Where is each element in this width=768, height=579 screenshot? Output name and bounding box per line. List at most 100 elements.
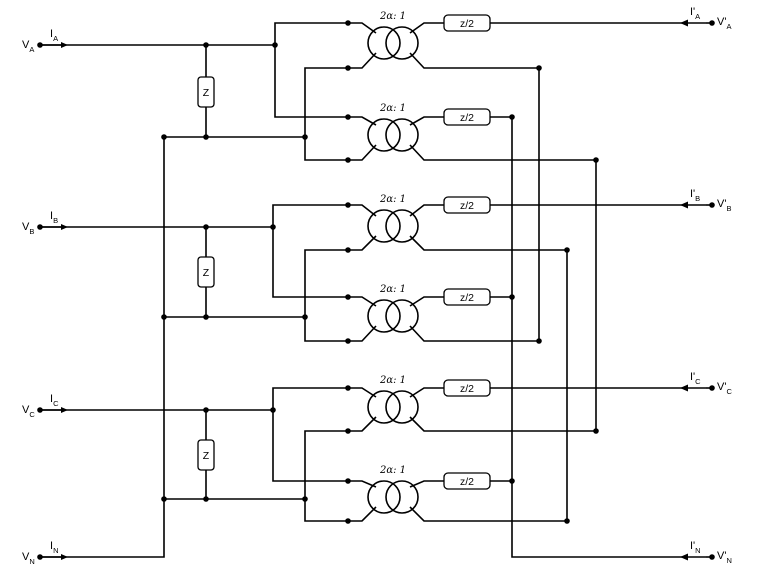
output-current-label-a: I'A xyxy=(690,6,700,21)
primary-stub-upper xyxy=(348,116,377,126)
junction-dot xyxy=(564,247,570,253)
shunt-impedance-3: Z xyxy=(197,439,215,471)
junction-dot xyxy=(302,496,308,502)
junction-dot xyxy=(161,496,167,502)
secondary-stub-lower xyxy=(409,506,567,522)
series-impedance-box xyxy=(443,196,491,214)
secondary-stub-upper xyxy=(409,22,444,34)
transformer-6: 2α: 1 xyxy=(367,465,419,514)
junction-dot xyxy=(593,157,599,163)
junction-dot xyxy=(203,224,209,230)
transformer-ratio-label: 2α: 1 xyxy=(379,465,406,476)
series-impedance-3: z/2 xyxy=(443,196,491,214)
transformer-secondary-coil xyxy=(385,390,419,424)
transformer-ratio-label: 2α: 1 xyxy=(379,103,406,114)
shunt-impedance-1: Z xyxy=(197,76,215,108)
transformer-4: 2α: 1 xyxy=(367,284,419,333)
junction-dot xyxy=(37,42,43,48)
transformer-2: 2α: 1 xyxy=(367,103,419,152)
output-current-label-c: I'C xyxy=(690,371,701,386)
transformer-primary-coil xyxy=(367,390,401,424)
primary-stub-lower xyxy=(348,52,377,69)
transformer-primary-coil xyxy=(367,209,401,243)
secondary-stub-lower xyxy=(409,325,539,342)
junction-dot xyxy=(709,202,715,208)
junction-dot xyxy=(536,65,542,71)
primary-stub-upper xyxy=(348,480,377,488)
junction-dot xyxy=(345,157,351,163)
transformer-ratio-label: 2α: 1 xyxy=(379,284,406,295)
transformer-secondary-coil xyxy=(385,209,419,243)
series-impedance-box xyxy=(443,108,491,126)
transformer-primary-coil xyxy=(367,480,401,514)
transformer-primary-coil xyxy=(367,118,401,152)
junction-dot xyxy=(302,134,308,140)
junction-dot xyxy=(345,202,351,208)
secondary-stub-upper xyxy=(409,296,444,307)
junction-dots xyxy=(37,19,715,561)
input-current-label-c: IC xyxy=(50,393,59,408)
primary-stub-upper xyxy=(348,22,377,34)
junction-dot xyxy=(345,20,351,26)
primary-stub-lower xyxy=(348,144,377,161)
junction-dot xyxy=(536,338,542,344)
series-impedance-box xyxy=(443,288,491,306)
input-current-label-n: IN xyxy=(50,540,58,555)
secondary-stub-upper xyxy=(409,480,444,488)
series-impedance-box xyxy=(443,14,491,32)
output-neutral-bus xyxy=(511,117,706,558)
junction-dot xyxy=(345,428,351,434)
junction-dot xyxy=(270,407,276,413)
junction-dot xyxy=(203,314,209,320)
input-voltage-label-b: VB xyxy=(22,221,34,236)
series-impedance-label: z/2 xyxy=(460,200,474,212)
shunt-impedance-box xyxy=(197,439,215,471)
junction-dot xyxy=(302,314,308,320)
primary-feed-2 xyxy=(272,227,348,298)
junction-dot xyxy=(509,114,515,120)
secondary-stub-lower xyxy=(409,52,539,69)
primary-stub-lower xyxy=(348,506,377,522)
junction-dot xyxy=(203,407,209,413)
output-current-label-b: I'B xyxy=(690,188,700,203)
primary-stub-lower xyxy=(348,325,377,342)
series-impedance-1: z/2 xyxy=(443,14,491,32)
current-arrow-head xyxy=(61,407,68,413)
primary-stub-upper xyxy=(348,387,377,398)
secondary-stub-upper xyxy=(409,116,444,126)
primary-stub-upper xyxy=(348,204,377,217)
input-current-label-a: IA xyxy=(50,28,58,43)
primary-return xyxy=(304,430,348,522)
junction-dot xyxy=(270,224,276,230)
junction-dot xyxy=(709,385,715,391)
primary-feed-2 xyxy=(272,410,348,482)
junction-dot xyxy=(203,134,209,140)
junction-dot xyxy=(345,385,351,391)
wires xyxy=(40,22,712,558)
series-impedance-label: z/2 xyxy=(460,383,474,395)
output-current-arrow xyxy=(680,19,688,27)
junction-dot xyxy=(37,407,43,413)
transformer-primary-coil xyxy=(367,299,401,333)
output-voltage-label-a: V'A xyxy=(717,16,731,31)
junction-dot xyxy=(345,478,351,484)
input-voltage-label-c: VC xyxy=(22,404,35,419)
junction-dot xyxy=(345,247,351,253)
transformer-secondary-coil xyxy=(385,299,419,333)
transformer-secondary-coil xyxy=(385,118,419,152)
series-impedance-6: z/2 xyxy=(443,472,491,490)
secondary-stub-upper xyxy=(409,204,444,217)
transformer-1: 2α: 1 xyxy=(367,11,419,60)
junction-dot xyxy=(345,114,351,120)
secondary-stub-lower xyxy=(409,144,596,161)
secondary-stub-lower xyxy=(409,235,567,251)
shunt-impedance-label: Z xyxy=(203,267,210,279)
series-impedance-label: z/2 xyxy=(460,112,474,124)
series-impedance-4: z/2 xyxy=(443,288,491,306)
transformer-secondary-coil xyxy=(385,26,419,60)
transformer-5: 2α: 1 xyxy=(367,375,419,424)
neutral-bus xyxy=(40,137,165,558)
current-arrow-head xyxy=(61,554,68,560)
